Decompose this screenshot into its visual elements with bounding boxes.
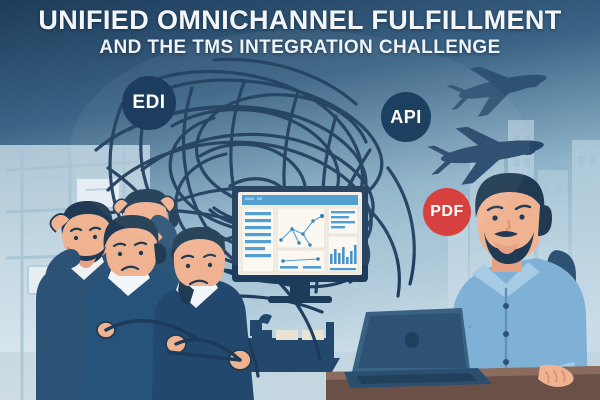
badge-pdf: PDF: [423, 188, 471, 236]
calm-worker-scene: [326, 172, 600, 400]
laptop: [344, 308, 492, 388]
airplane-upper-icon: [446, 66, 547, 117]
bar-chart-bars: [330, 245, 357, 271]
calm-worker-head: [477, 182, 543, 256]
dashboard-title-bar: [242, 195, 358, 205]
stressed-worker-group: [36, 188, 254, 400]
badge-api: API: [381, 92, 431, 142]
light-bloom: [70, 30, 530, 270]
airplane-lower-icon: [427, 126, 544, 185]
calm-worker-arm-right: [524, 318, 574, 380]
monitor-stand-base: [268, 296, 332, 303]
monitor-stand-neck: [290, 282, 310, 298]
badge-edi: EDI: [122, 76, 176, 130]
desktop-monitor: [232, 186, 368, 303]
dashboard-network-chart: [276, 207, 326, 249]
